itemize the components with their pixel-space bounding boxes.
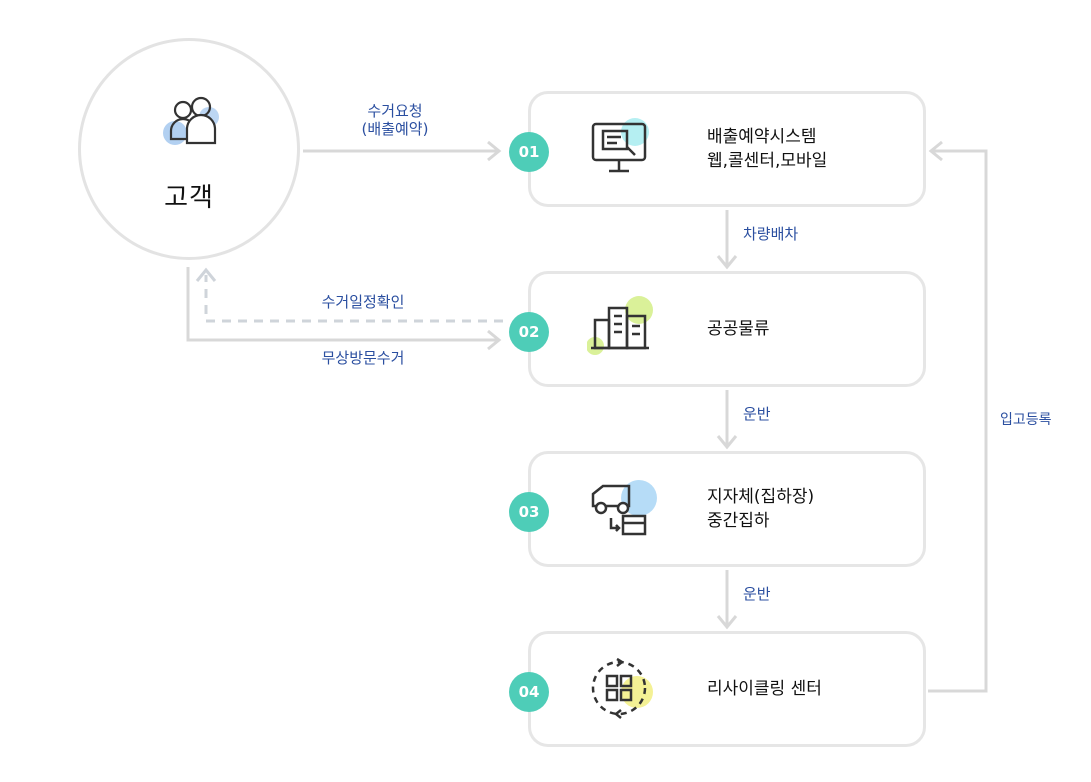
step-title: 지자체(집하장) — [707, 487, 815, 507]
edge-label-dispatch: 차량배차 — [743, 225, 799, 243]
step-box-04: 04 리사이클링 센터 — [509, 631, 926, 747]
step-box-02: 02 공공물류 — [509, 271, 926, 387]
edge-label-transport1: 운반 — [743, 405, 771, 423]
step-number: 01 — [509, 132, 549, 172]
step-text: 리사이클링 센터 — [707, 634, 822, 744]
arrow-confirm — [204, 275, 503, 323]
customer-label: 고객 — [164, 183, 214, 213]
step-subtitle: 중간집하 — [707, 511, 770, 531]
people-icon — [163, 95, 223, 155]
step-text: 배출예약시스템 웹,콜센터,모바일 — [707, 94, 827, 204]
step-title: 배출예약시스템 — [707, 127, 817, 147]
truck-box-icon — [587, 476, 663, 544]
step-text: 지자체(집하장) 중간집하 — [707, 454, 814, 564]
edge-label-register: 입고등록 — [1000, 412, 1052, 428]
step-subtitle: 웹,콜센터,모바일 — [707, 151, 828, 171]
step-text: 공공물류 — [707, 274, 770, 384]
recycle-grid-icon — [587, 656, 659, 724]
monitor-icon — [587, 116, 659, 184]
step-title: 공공물류 — [707, 319, 770, 339]
edge-label-confirm: 수거일정확인 — [321, 293, 405, 311]
step-box-01: 01 배출예약시스템 웹,콜센터,모바일 — [509, 91, 926, 207]
step-number: 02 — [509, 312, 549, 352]
step-number: 03 — [509, 492, 549, 532]
edge-label-request: 수거요청 (배출예약) — [361, 102, 429, 138]
edge-label-contactless: 무상방문수거 — [321, 349, 405, 367]
arrow-register — [928, 149, 988, 693]
building-icon — [586, 296, 659, 364]
step-title: 리사이클링 센터 — [707, 679, 822, 699]
step-number: 04 — [509, 672, 549, 712]
edge-label-transport2: 운반 — [743, 585, 771, 603]
step-box-03: 03 지자체(집하장) 중간집하 — [509, 451, 926, 567]
customer-node: 고객 — [78, 38, 300, 260]
arrow-contactless — [186, 267, 498, 342]
